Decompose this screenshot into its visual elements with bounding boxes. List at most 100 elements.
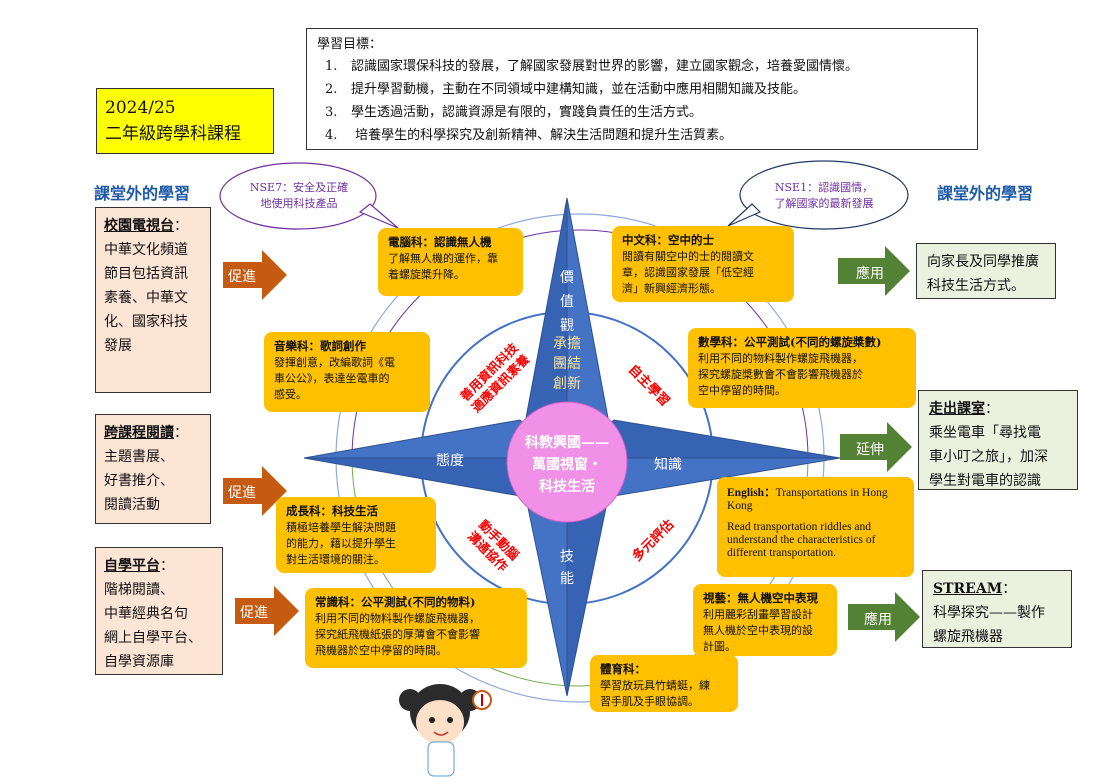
left-arrow-3 bbox=[235, 586, 299, 636]
goal-item: 2.提升學習動機，主動在不同領域中建構知識，並在活動中應用相關知識及技能。 bbox=[325, 78, 967, 101]
promote-line: 向家長及同學推廣 bbox=[927, 254, 1039, 270]
goal-text: 學生透過活動，認識資源是有限的，實踐負責任的生活方式。 bbox=[351, 105, 703, 120]
computer-subject-box: 電腦科：認識無人機 了解無人機的運作，靠 着螺旋槳升降。 bbox=[378, 228, 523, 296]
math-subject-line: 利用不同的物料製作螺旋飛機器， bbox=[698, 352, 863, 365]
out-of-classroom-line: 學生對電車的認識 bbox=[929, 473, 1041, 489]
center-theme-line: 萬國視窗・ bbox=[532, 457, 602, 473]
bubble-left-line: NSE7：安全及正確 bbox=[249, 181, 349, 194]
growth-subject-line: 積極培養學生解決問題 bbox=[286, 521, 396, 534]
compass-values-list: 承擔 團結 創新 bbox=[545, 334, 589, 394]
growth-subject-title: 成長科：科技生活 bbox=[286, 504, 378, 518]
left-arrow-2 bbox=[223, 466, 287, 516]
math-subject-line: 探究螺旋槳數會不會影響飛機器於 bbox=[698, 368, 863, 381]
compass-south-char: 技 bbox=[560, 549, 574, 565]
campus-tv-line: 素養、中華文 bbox=[104, 290, 188, 306]
bubble-left-line: 地使用科技產品 bbox=[260, 197, 338, 210]
compass-south-label: 技 能 bbox=[555, 546, 579, 590]
campus-tv-box: 校園電視台： 中華文化頻道 節目包括資訊 素養、中華文 化、國家科技 發展 bbox=[95, 207, 211, 393]
right-arrow-3 bbox=[848, 592, 920, 642]
music-subject-title: 音樂科：歌詞創作 bbox=[274, 339, 366, 353]
girl-mascot-illustration bbox=[399, 684, 492, 777]
math-subject-box: 數學科：公平測試(不同的螺旋槳數) 利用不同的物料製作螺旋飛機器， 探究螺旋槳數… bbox=[688, 328, 916, 408]
art-subject-title: 視藝：無人機空中表現 bbox=[703, 591, 818, 605]
goal-number: 3. bbox=[325, 105, 338, 120]
compass-north-char: 值 bbox=[560, 294, 574, 310]
pe-subject-line: 學習放玩具竹蜻蜓，練 bbox=[600, 679, 710, 692]
compass-east-label: 知識 bbox=[654, 457, 682, 473]
platform-line: 自學資源庫 bbox=[104, 654, 174, 670]
gs-subject-title: 常識科：公平測試(不同的物料) bbox=[315, 595, 476, 609]
promote-arrow-label: 促進 bbox=[228, 485, 256, 501]
stream-line: 科學探究——製作 bbox=[933, 605, 1045, 621]
compass-value-word: 團結 bbox=[553, 356, 581, 372]
reading-heading: 跨課程閱讀 bbox=[104, 425, 174, 441]
platform-line: 網上自學平台、 bbox=[104, 630, 202, 646]
compass-south-char: 能 bbox=[560, 571, 574, 587]
platform-line: 中華經典名句 bbox=[104, 606, 188, 622]
out-of-classroom-box: 走出課室： 乘坐電車「尋找電 車小叮之旅」，加深 學生對電車的認識 bbox=[918, 390, 1078, 490]
apply-arrow-label: 應用 bbox=[856, 266, 884, 282]
bubble-right-shape bbox=[739, 160, 909, 230]
bubble-right-tail bbox=[727, 203, 762, 227]
english-subject-topic: Transportations in Hong Kong bbox=[727, 487, 888, 512]
chinese-subject-box: 中文科：空中的士 閱讀有關空中的士的閱讀文 章，認識國家發展「低空經 濟」新興經… bbox=[612, 226, 794, 302]
bubble-left-shape bbox=[219, 162, 377, 230]
campus-tv-heading: 校園電視台 bbox=[104, 218, 174, 234]
goal-item: 3. 學生透過活動，認識資源是有限的，實踐負責任的生活方式。 bbox=[325, 101, 967, 124]
chinese-subject-title: 中文科：空中的士 bbox=[622, 233, 714, 247]
bubble-right-text: NSE1：認識國情， 了解國家的最新發展 bbox=[746, 180, 902, 212]
extend-arrow-label: 延伸 bbox=[856, 442, 884, 458]
cross-curricular-reading-box: 跨課程閱讀： 主題書展、 好書推介、 閱讀活動 bbox=[95, 414, 211, 524]
goal-item: 1.認識國家環保科技的發展，了解國家發展對世界的影響，建立國家觀念，培養愛國情懷… bbox=[325, 55, 967, 78]
right-arrow-1 bbox=[838, 246, 910, 296]
compass-north-char: 觀 bbox=[560, 318, 574, 334]
art-subject-box: 視藝：無人機空中表現 利用麗彩刮畫學習設計 無人機於空中表現的設 計圖。 bbox=[693, 584, 837, 656]
music-subject-line: 發揮創意，改編歌詞《電 bbox=[274, 356, 395, 369]
computer-subject-line: 着螺旋槳升降。 bbox=[388, 268, 465, 281]
pe-subject-line: 習手肌及手眼協調。 bbox=[600, 695, 699, 708]
outside-learning-left-heading: 課堂外的學習 bbox=[94, 184, 191, 203]
course-year: 2024/25 bbox=[105, 98, 176, 118]
math-subject-line: 空中停留的時間。 bbox=[698, 384, 786, 397]
growth-subject-line: 的能力，藉以提升學生 bbox=[286, 537, 396, 550]
bubble-left-tail bbox=[358, 203, 399, 229]
bubble-right-line: NSE1：認識國情， bbox=[774, 181, 874, 194]
stream-box: STREAM： 科學探究——製作 螺旋飛機器 bbox=[922, 570, 1072, 648]
compass-north-label: 價 值 觀 bbox=[555, 266, 579, 338]
course-title-box: 2024/25 二年級跨學科課程 bbox=[96, 88, 274, 154]
reading-line: 主題書展、 bbox=[104, 449, 174, 465]
pe-subject-box: 體育科： 學習放玩具竹蜻蜓，練 習手肌及手眼協調。 bbox=[590, 655, 738, 712]
box-colon: ： bbox=[160, 558, 174, 574]
music-subject-line: 感受。 bbox=[274, 388, 307, 401]
self-learning-platform-box: 自學平台： 階梯閱讀、 中華經典名句 網上自學平台、 自學資源庫 bbox=[95, 547, 223, 675]
compass-value-word: 承擔 bbox=[553, 336, 581, 352]
english-subject-title: English： bbox=[727, 487, 776, 499]
art-subject-line: 無人機於空中表現的設 bbox=[703, 624, 813, 637]
goal-text: 提升學習動機，主動在不同領域中建構知識，並在活動中應用相關知識及技能。 bbox=[351, 82, 807, 97]
bubble-left-text: NSE7：安全及正確 地使用科技產品 bbox=[226, 180, 372, 212]
outside-learning-right-heading: 課堂外的學習 bbox=[937, 184, 1034, 203]
center-theme-line: 科教興國—— bbox=[525, 435, 609, 451]
pe-subject-title: 體育科： bbox=[600, 662, 646, 676]
campus-tv-line: 化、國家科技 bbox=[104, 314, 188, 330]
out-of-classroom-line: 車小叮之旅」，加深 bbox=[929, 449, 1048, 465]
general-studies-subject-box: 常識科：公平測試(不同的物料) 利用不同的物料製作螺旋飛機器， 探究紙飛機紙張的… bbox=[305, 588, 527, 668]
growth-subject-box: 成長科：科技生活 積極培養學生解決問題 的能力，藉以提升學生 對生活環境的關注。 bbox=[276, 497, 436, 573]
box-colon: ： bbox=[174, 218, 188, 234]
computer-subject-title: 電腦科：認識無人機 bbox=[388, 235, 492, 249]
platform-heading: 自學平台 bbox=[104, 558, 160, 574]
compass-west-label: 態度 bbox=[436, 453, 464, 469]
compass-north-char: 價 bbox=[560, 270, 574, 286]
campus-tv-line: 發展 bbox=[104, 338, 132, 354]
music-subject-box: 音樂科：歌詞創作 發揮創意，改編歌詞《電 車公公》，表達坐電車的 感受。 bbox=[264, 332, 430, 412]
art-subject-line: 計圖。 bbox=[703, 640, 736, 653]
goal-text: 認識國家環保科技的發展，了解國家發展對世界的影響，建立國家觀念，培養愛國情懷。 bbox=[351, 59, 859, 74]
apply-arrow-label: 應用 bbox=[864, 612, 892, 628]
goal-item: 4. 培養學生的科學探究及創新精神、解決生活問題和提升生活質素。 bbox=[325, 124, 967, 147]
promote-tech-life-box: 向家長及同學推廣 科技生活方式。 bbox=[916, 243, 1056, 299]
music-subject-line: 車公公》，表達坐電車的 bbox=[274, 372, 390, 385]
out-of-classroom-heading: 走出課室 bbox=[929, 401, 985, 417]
gs-subject-line: 利用不同的物料製作螺旋飛機器， bbox=[315, 612, 480, 625]
chinese-subject-line: 閱讀有關空中的士的閱讀文 bbox=[622, 250, 754, 263]
gs-subject-line: 探究紙飛機紙張的厚薄會不會影響 bbox=[315, 628, 480, 641]
